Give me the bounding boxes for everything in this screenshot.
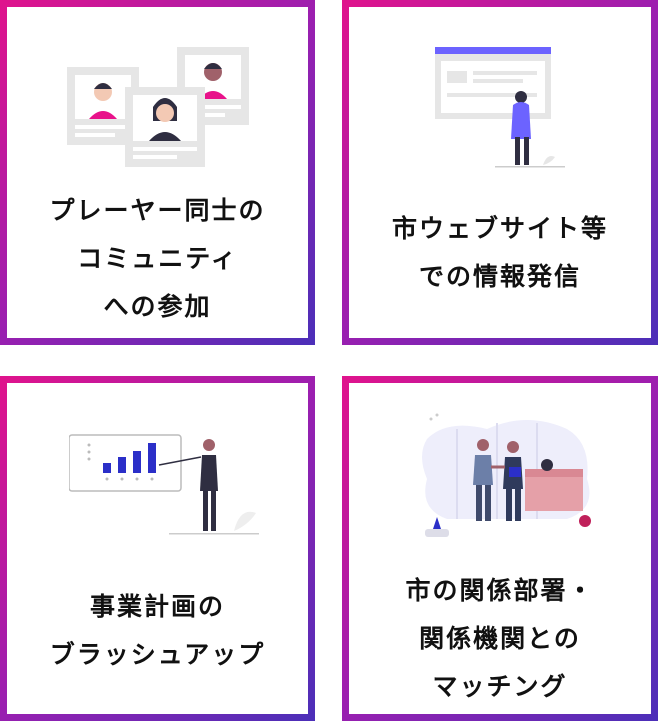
website-viewer-icon — [435, 47, 565, 168]
card-caption: プレーヤー同士の コミュニティ への参加 — [7, 187, 308, 331]
caption-line: 市の関係部署・ — [405, 576, 595, 605]
card-community: プレーヤー同士の コミュニティ への参加 — [0, 0, 315, 345]
caption-line: での情報発信 — [418, 262, 581, 291]
caption-line: 市ウェブサイト等 — [391, 214, 608, 243]
profile-cards-icon — [67, 47, 249, 167]
presentation-chart-icon — [69, 434, 259, 535]
card-inner: 市ウェブサイト等 での情報発信 — [349, 7, 651, 338]
caption-line: への参加 — [103, 292, 212, 321]
caption-line: コミュニティ — [77, 244, 238, 273]
caption-line: 関係機関との — [419, 624, 581, 653]
card-website: 市ウェブサイト等 での情報発信 — [342, 0, 658, 345]
card-inner: プレーヤー同士の コミュニティ への参加 — [7, 7, 308, 338]
card-caption: 市ウェブサイト等 での情報発信 — [349, 205, 651, 301]
caption-line: ブラッシュアップ — [49, 640, 266, 669]
business-handshake-icon — [422, 413, 591, 537]
card-business-plan: 事業計画の ブラッシュアップ — [0, 376, 315, 721]
card-inner: 市の関係部署・ 関係機関との マッチング — [349, 383, 651, 714]
caption-line: プレーヤー同士の — [49, 196, 266, 225]
card-inner: 事業計画の ブラッシュアップ — [7, 383, 308, 714]
card-caption: 事業計画の ブラッシュアップ — [7, 583, 308, 679]
caption-line: 事業計画の — [89, 592, 225, 621]
caption-line: マッチング — [432, 672, 568, 701]
card-caption: 市の関係部署・ 関係機関との マッチング — [349, 567, 651, 711]
card-matching: 市の関係部署・ 関係機関との マッチング — [342, 376, 658, 721]
